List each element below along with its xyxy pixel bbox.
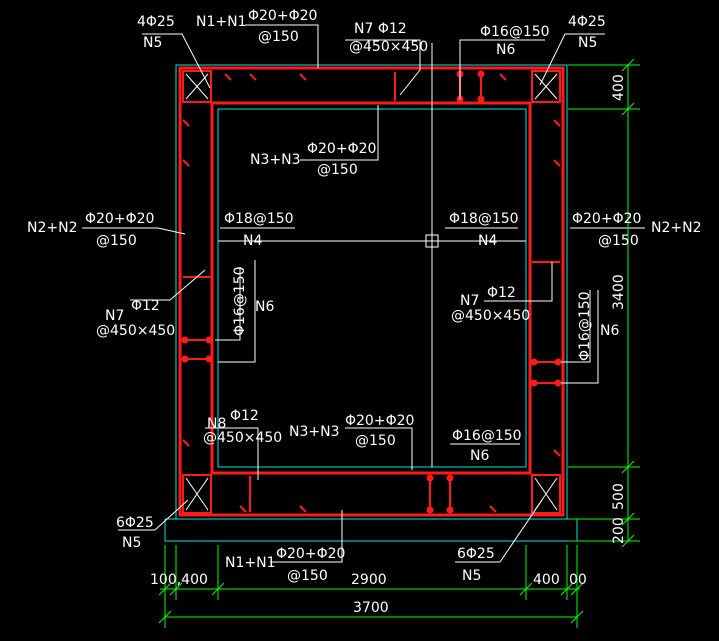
corner-haunches [182,70,561,514]
tr-n5-label: N5 [578,35,597,51]
dim-bottom-100-400: 100,400 [150,572,208,588]
top-n1-spacing: @150 [258,29,299,45]
top-n6-label: N6 [496,42,515,58]
n6-right-spec: Φ16@150 [577,291,593,361]
n8-prefix: N8 [207,416,226,432]
n3-top-spacing: @150 [317,162,358,178]
tl-n5-label: N5 [143,35,162,51]
n3-top-spec: Φ20+Φ20 [307,141,376,157]
n6-bot-label: N6 [470,448,489,464]
dim-bottom-100: 00 [569,572,587,588]
dim-right-3400: 3400 [611,274,627,310]
n7-left-prefix: N7 [105,308,124,324]
n7-left-spec: Φ12 [131,298,160,314]
rebar-hooks [182,73,561,513]
n2-right-suffix: N2+N2 [651,220,702,236]
dimension-lines [158,58,640,628]
n7-left-spacing: @450×450 [96,323,175,339]
dim-bottom-400: 400 [533,572,560,588]
n4-left-label: N4 [243,233,262,249]
base-slab-outline [164,518,578,542]
n3-bot-prefix: N3+N3 [289,424,340,440]
dim-right-500: 500 [611,483,627,510]
n6-right-label: N6 [600,323,619,339]
top-n7-spacing: @450×450 [349,39,428,55]
n7-right-spacing: @450×450 [451,308,530,324]
n2-left-prefix: N2+N2 [27,220,78,236]
br-n5-label: N5 [462,568,481,584]
top-n6-spec: Φ16@150 [480,24,550,40]
bl-n5-label: N5 [122,535,141,551]
top-n7-spec: N7 Φ12 [354,21,407,37]
bl-n5-count: 6Φ25 [116,515,154,531]
n7-right-prefix: N7 [460,293,479,309]
n3-top-prefix: N3+N3 [250,152,301,168]
n2-left-spec: Φ20+Φ20 [85,211,154,227]
dim-bottom-2900: 2900 [351,572,387,588]
dim-right-200: 200 [611,517,627,544]
center-marker [425,234,439,248]
n4-right-label: N4 [478,233,497,249]
n2-left-spacing: @150 [96,233,137,249]
inner-wall-outline [217,108,527,468]
rebar-outlines [178,66,565,517]
corner-tr [531,70,561,103]
n4-right-spec: Φ18@150 [449,211,519,227]
dim-bottom-total: 3700 [353,600,389,616]
n3-bot-spacing: @150 [355,433,396,449]
center-axis [218,43,526,467]
bot-n1-spec: Φ20+Φ20 [276,546,345,562]
n3-bot-spec: Φ20+Φ20 [345,413,414,429]
n6-left-label: N6 [255,299,274,315]
top-n1-prefix: N1+N1 [196,14,247,30]
bot-n1-spacing: @150 [287,568,328,584]
dimension-texts: 400 3400 500 200 100,400 2900 400 00 370… [150,74,627,616]
n4-left-spec: Φ18@150 [224,211,294,227]
n6-left-spec: Φ16@150 [232,266,248,336]
tr-n5-count: 4Φ25 [568,14,606,30]
n8-spacing: @450×450 [203,430,282,446]
annotations: 4Φ25 N5 N1+N1 Φ20+Φ20 @150 N7 Φ12 @450×4… [27,8,702,584]
bot-n1-prefix: N1+N1 [225,555,276,571]
structure-outline [164,64,578,542]
n2-right-spacing: @150 [598,233,639,249]
br-n5-count: 6Φ25 [457,546,495,562]
top-n1-spec: Φ20+Φ20 [248,8,317,24]
corner-tl [182,70,212,103]
leader-lines [82,24,645,563]
n6-bot-spec: Φ16@150 [452,428,522,444]
n7-right-spec: Φ12 [487,285,516,301]
n2-right-spec: Φ20+Φ20 [572,211,641,227]
corner-bl [182,474,212,514]
tl-n5-count: 4Φ25 [137,14,175,30]
corner-br [531,474,561,514]
n8-spec: Φ12 [230,408,259,424]
dim-right-400: 400 [611,74,627,101]
